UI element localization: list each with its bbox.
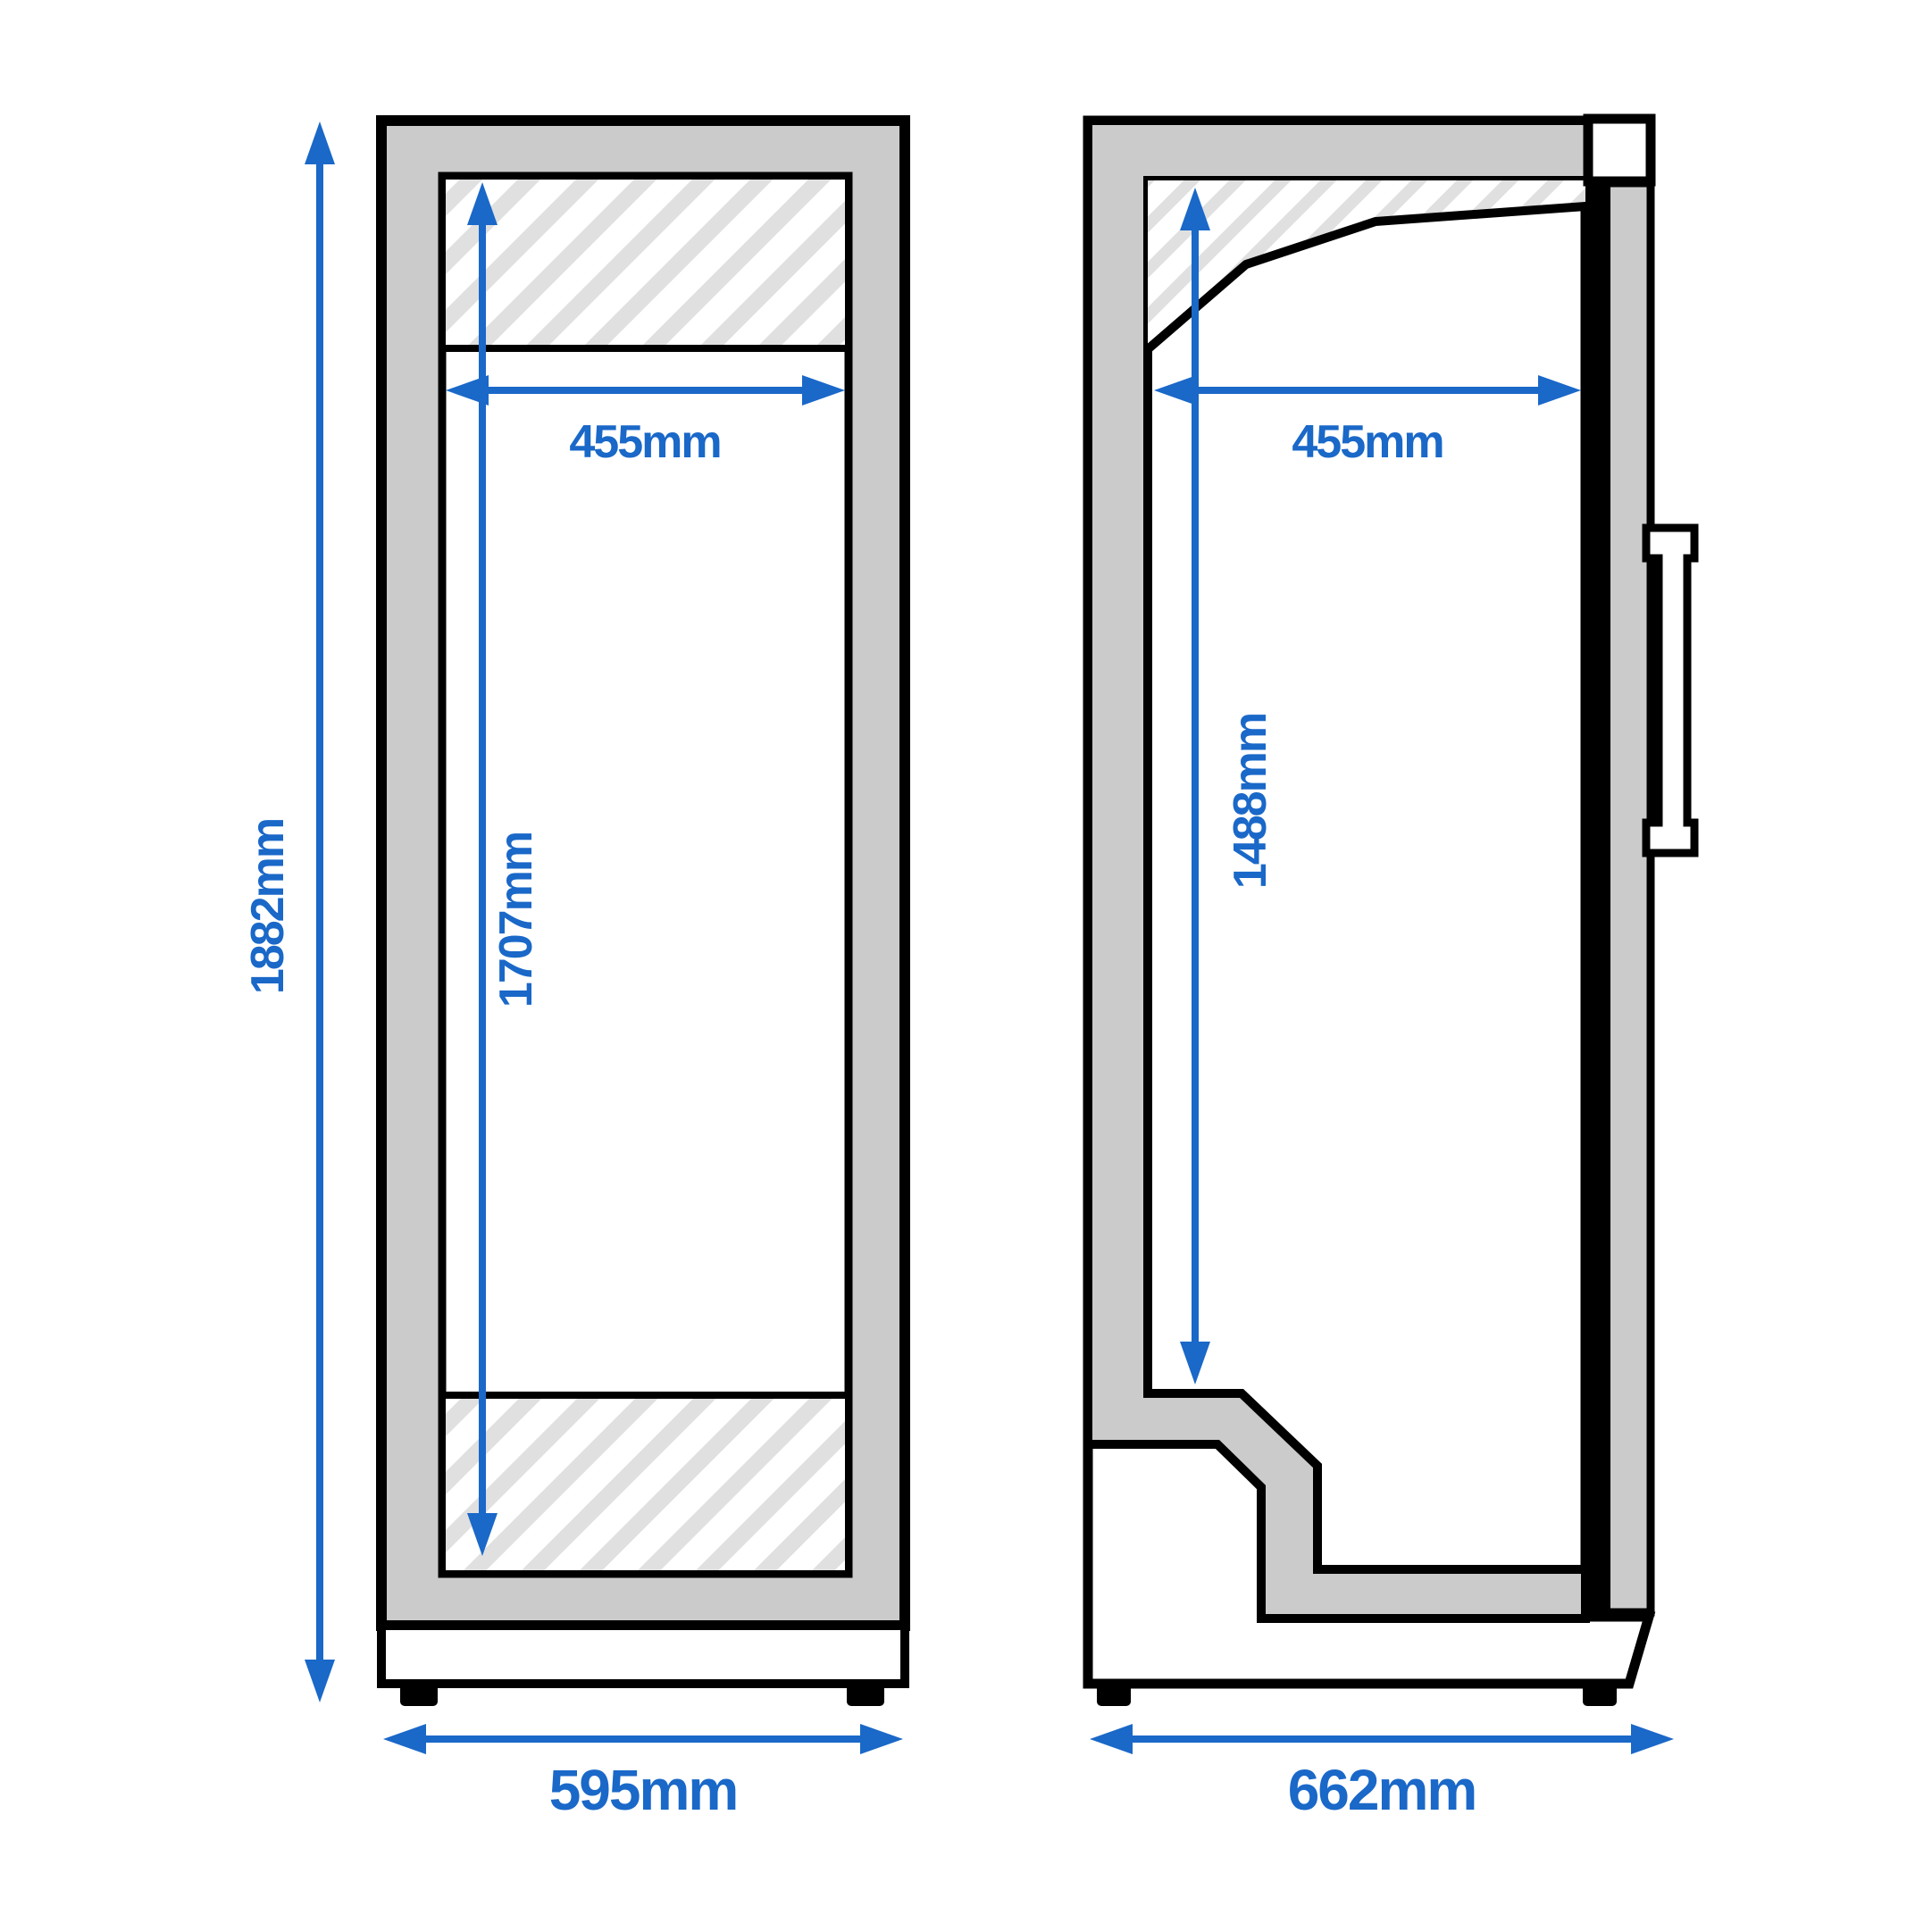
front-overall-width-dimension: 595mm [383,1724,903,1822]
front-left-foot [400,1684,438,1706]
front-top-hatched-zone [439,172,852,352]
front-interior-height-label: 1707mm [490,832,542,1008]
front-overall-width-label: 595mm [549,1758,738,1822]
front-interior-height-dimension: 1707mm [467,182,542,1556]
front-overall-height-dimension: 1882mm [242,121,335,1702]
front-right-foot [847,1684,884,1706]
front-view: 1882mm 1707mm 455mm 595mm [242,115,910,1822]
side-right-foot [1583,1684,1617,1706]
side-door-gasket-strip [1593,183,1610,1612]
side-view: 455mm 1488mm 662mm [1083,113,1699,1822]
side-body-silhouette [1083,115,1656,1689]
side-door-handle [1642,523,1699,857]
side-door [1588,179,1699,1617]
front-overall-height-label: 1882mm [242,819,294,994]
side-overall-depth-dimension: 662mm [1090,1724,1674,1822]
front-bottom-hatched-zone [439,1392,852,1577]
front-inner-compartment [438,171,853,1578]
front-interior-width-dimension: 455mm [446,375,845,468]
side-interior-height-label: 1488mm [1225,714,1276,889]
side-left-foot [1097,1684,1131,1706]
side-interior-depth-dimension: 455mm [1154,375,1581,468]
side-hinge-block [1583,113,1656,187]
side-interior-depth-label: 455mm [1292,416,1443,468]
front-plinth [377,1621,909,1688]
side-interior-height-dimension: 1488mm [1180,188,1276,1384]
side-overall-depth-label: 662mm [1288,1758,1476,1822]
front-interior-width-label: 455mm [569,416,720,468]
side-top-hatched-zone [1148,180,1585,349]
